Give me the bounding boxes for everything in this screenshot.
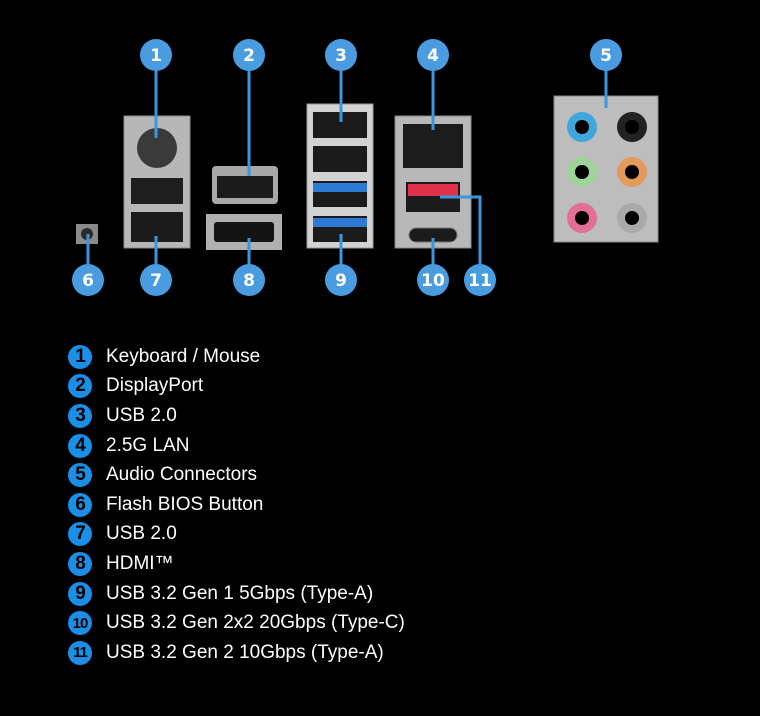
callout-badge: [233, 39, 265, 71]
callout-number: 4: [427, 46, 439, 66]
callout-badges: 1 2 3 4 5 6 7 8 9 10 11: [72, 39, 622, 296]
displayport-port: [217, 176, 273, 198]
legend-item: 6 Flash BIOS Button: [68, 490, 405, 520]
dp-hdmi-stack: [206, 166, 282, 250]
legend-number-badge: 2: [68, 374, 92, 399]
legend-item: 5 Audio Connectors: [68, 460, 405, 490]
legend-number-badge: 1: [68, 344, 92, 369]
callout-badge: [72, 264, 104, 296]
legend-item: 2 DisplayPort: [68, 372, 405, 402]
usb-column: [306, 103, 374, 249]
callout-usb-2-top: 3: [325, 39, 357, 71]
legend-label: USB 3.2 Gen 2 10Gbps (Type-A): [106, 641, 384, 663]
legend-number-badge: 8: [68, 551, 92, 576]
callout-audio: 5: [590, 39, 622, 71]
legend-label: USB 3.2 Gen 1 5Gbps (Type-A): [106, 582, 374, 604]
callout-number: 5: [600, 46, 612, 66]
callout-flash-bios-button: 6: [72, 264, 104, 296]
callout-badge: [140, 264, 172, 296]
legend-number-badge: 10: [68, 611, 92, 636]
callout-badge: [590, 39, 622, 71]
legend-label: USB 2.0: [106, 404, 177, 426]
legend-label: 2.5G LAN: [106, 434, 190, 456]
callout-badge: [417, 264, 449, 296]
callout-number: 8: [243, 271, 255, 291]
callout-number: 11: [468, 271, 492, 291]
legend-label: Flash BIOS Button: [106, 493, 264, 515]
lan-port: [403, 124, 463, 168]
callout-number: 9: [335, 271, 347, 291]
usb2-port-upper: [131, 178, 183, 204]
callout-badge: [325, 39, 357, 71]
ps2-port: [137, 128, 177, 168]
callout-badge: [417, 39, 449, 71]
lan-usb-stack: [394, 115, 472, 249]
legend-item: 10 USB 3.2 Gen 2x2 20Gbps (Type-C): [68, 608, 405, 638]
callout-displayport: 2: [233, 39, 265, 71]
legend-label: USB 3.2 Gen 2x2 20Gbps (Type-C): [106, 612, 405, 634]
callout-badge: [325, 264, 357, 296]
callout-lan: 4: [417, 39, 449, 71]
callout-badge: [233, 264, 265, 296]
hdmi-port: [214, 222, 274, 242]
audio-panel: [553, 95, 659, 243]
callout-number: 3: [335, 46, 347, 66]
callout-usb-3-2-gen2: 11: [464, 264, 496, 296]
callout-number: 6: [82, 271, 94, 291]
callout-badge: [464, 264, 496, 296]
callout-number: 1: [150, 46, 162, 66]
callout-usb-2-left: 7: [140, 264, 172, 296]
legend-item: 8 HDMI™: [68, 549, 405, 579]
legend-item: 9 USB 3.2 Gen 1 5Gbps (Type-A): [68, 579, 405, 609]
legend-label: USB 2.0: [106, 523, 177, 545]
legend-number-badge: 9: [68, 581, 92, 606]
legend-item: 7 USB 2.0: [68, 520, 405, 550]
callout-lines: [86, 70, 608, 264]
legend-number-badge: 4: [68, 433, 92, 458]
callout-number: 10: [421, 271, 445, 291]
legend-label: HDMI™: [106, 552, 174, 574]
usb-gen2-port: [408, 184, 458, 196]
callout-badge: [140, 39, 172, 71]
legend-item: 1 Keyboard / Mouse: [68, 342, 405, 372]
legend-item: 4 2.5G LAN: [68, 431, 405, 461]
callout-number: 2: [243, 46, 255, 66]
callout-number: 7: [150, 271, 162, 291]
legend-item: 11 USB 3.2 Gen 2 10Gbps (Type-A): [68, 638, 405, 668]
callout-keyboard-mouse: 1: [140, 39, 172, 71]
legend-label: Keyboard / Mouse: [106, 345, 261, 367]
legend-item: 3 USB 2.0: [68, 401, 405, 431]
legend-label: DisplayPort: [106, 375, 204, 397]
callout-hdmi: 8: [233, 264, 265, 296]
callout-usb-type-c: 10: [417, 264, 449, 296]
legend-number-badge: 3: [68, 403, 92, 428]
rear-io-diagram: 1 2 3 4 5 6 7 8 9 10 11: [72, 39, 659, 296]
legend-number-badge: 5: [68, 463, 92, 488]
legend-number-badge: 6: [68, 492, 92, 517]
callout-usb-3-2-gen1: 9: [325, 264, 357, 296]
legend-label: Audio Connectors: [106, 464, 258, 486]
legend-number-badge: 7: [68, 522, 92, 547]
legend-number-badge: 11: [68, 640, 92, 665]
